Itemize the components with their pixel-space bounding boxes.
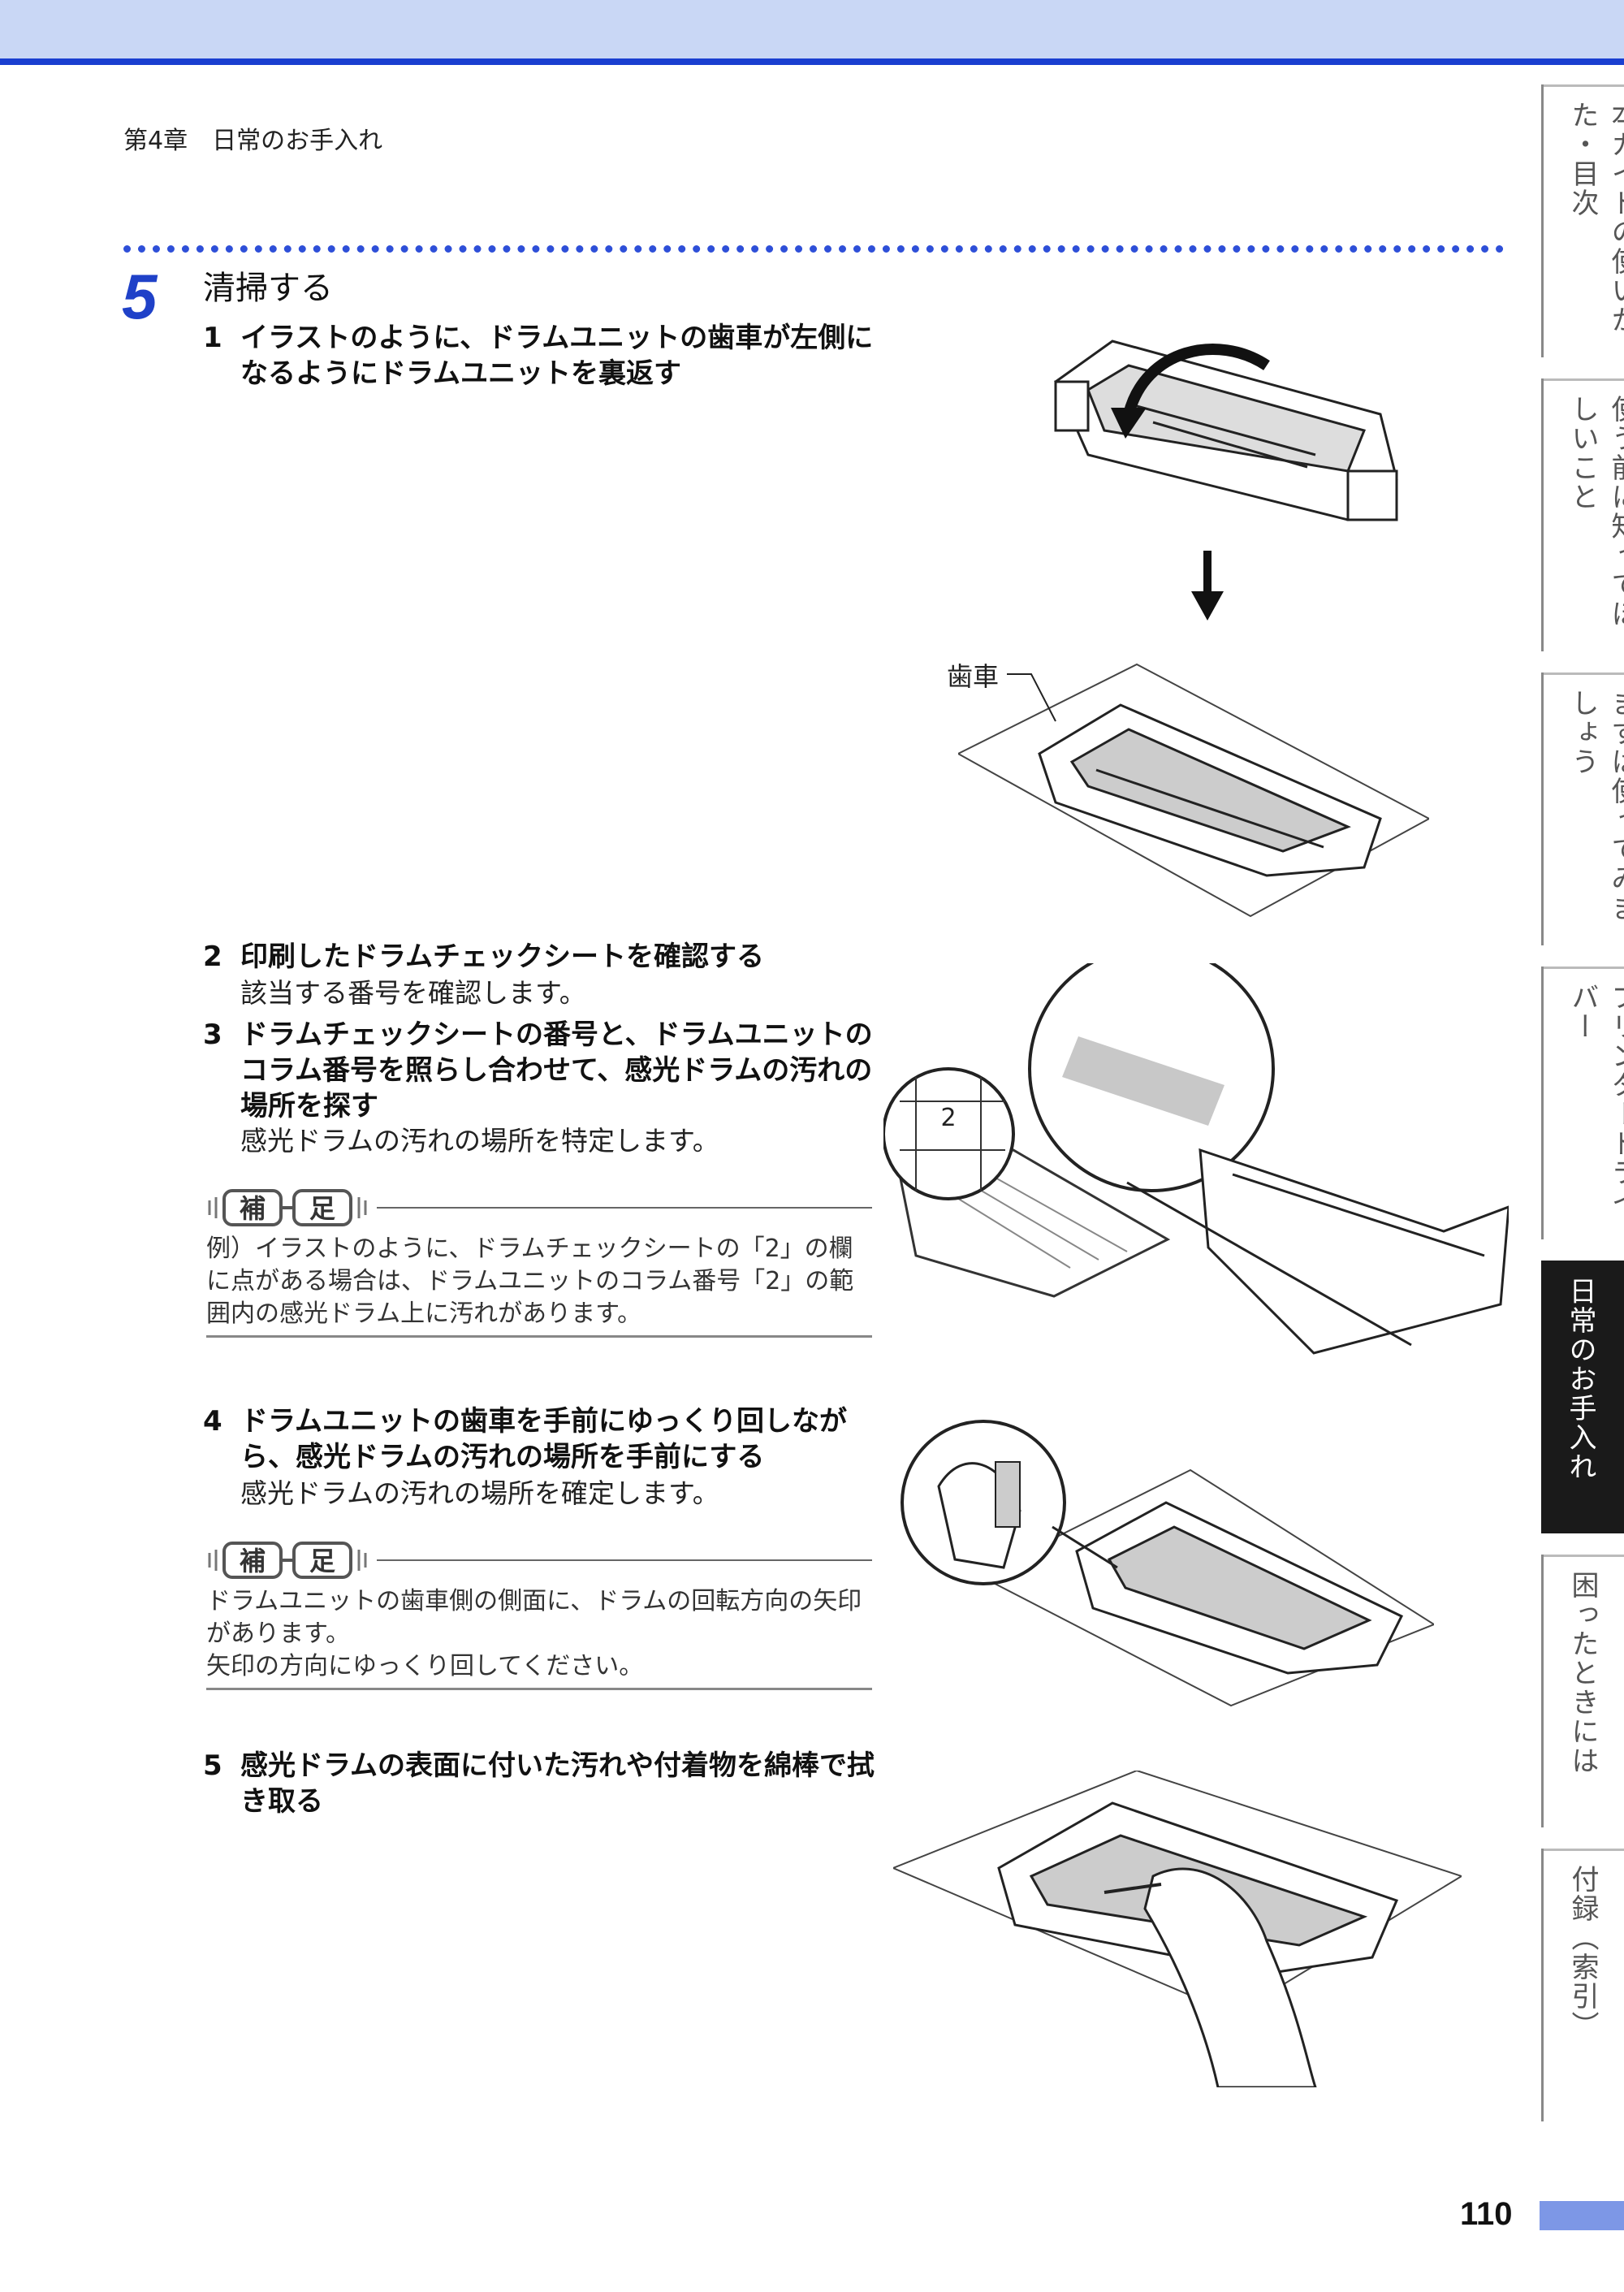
- note-label-2: 足: [309, 1546, 335, 1576]
- instruction-3-desc: 感光ドラムの汚れの場所を特定します。: [240, 1125, 719, 1157]
- note-badge-icon: 補 足: [208, 1189, 367, 1226]
- instruction-3: 3 ドラムチェックシートの番号と、ドラムユニットのコラム番号を照らし合わせて、感…: [203, 1017, 885, 1124]
- note-1-text: 例）イラストのように、ドラムチェックシートの「2」の欄に点がある場合は、ドラムユ…: [206, 1228, 872, 1338]
- note-label-1: 補: [240, 1546, 266, 1576]
- chapter-title: 第4章 日常のお手入れ: [123, 127, 383, 155]
- tab-troubleshooting[interactable]: 困ったときには: [1541, 1555, 1624, 1827]
- page-number-bar: [1540, 2201, 1624, 2230]
- tab-label: プリンタードライバー: [1566, 983, 1624, 1217]
- header-rule: [0, 58, 1624, 65]
- tab-label: 日常のお手入れ: [1564, 1277, 1596, 1481]
- step-number: 5: [122, 261, 158, 332]
- instruction-text: イラストのように、ドラムユニットの歯車が左側になるようにドラムユニットを裏返す: [240, 322, 874, 390]
- instruction-text: ドラムチェックシートの番号と、ドラムユニットのコラム番号を照らし合わせて、感光ド…: [240, 1018, 873, 1122]
- page-number: 110: [1460, 2196, 1513, 2232]
- section-divider: [123, 245, 1504, 253]
- turn-gear-illustration: [901, 1420, 1434, 1707]
- instruction-2-desc: 該当する番号を確認します。: [240, 977, 586, 1009]
- instruction-number: 3: [203, 1018, 222, 1051]
- instruction-number: 2: [203, 941, 222, 973]
- note-badge-icon: 補 足: [208, 1542, 367, 1579]
- tab-label: 本ガイドの使いかた・目次: [1566, 101, 1624, 335]
- step-title: 清掃する: [203, 270, 333, 307]
- header-band: [0, 0, 1624, 58]
- tab-appendix[interactable]: 付録（索引）: [1541, 1849, 1624, 2121]
- note-2: 補 足 ドラムユニットの歯車側の側面に、ドラムの回転方向の矢印があります。 矢印…: [206, 1540, 872, 1690]
- note-2-line-1: ドラムユニットの歯車側の側面に、ドラムの回転方向の矢印があります。: [206, 1587, 862, 1648]
- note-2-text: ドラムユニットの歯車側の側面に、ドラムの回転方向の矢印があります。 矢印の方向に…: [206, 1581, 872, 1690]
- instruction-2: 2 印刷したドラムチェックシートを確認する: [203, 939, 885, 975]
- instruction-number: 1: [203, 322, 222, 354]
- tab-getting-started[interactable]: まずは使ってみましょう: [1541, 672, 1624, 945]
- down-arrow-icon: [1191, 551, 1224, 621]
- instruction-5: 5 感光ドラムの表面に付いた汚れや付着物を綿棒で拭き取る: [203, 1748, 885, 1819]
- tab-label: まずは使ってみましょう: [1566, 689, 1624, 923]
- note-2-line-2: 矢印の方向にゆっくり回してください。: [206, 1652, 644, 1680]
- tab-daily-maintenance[interactable]: 日常のお手入れ: [1541, 1261, 1624, 1533]
- tab-label: 困ったときには: [1566, 1571, 1599, 1775]
- column-number-label: 2: [940, 1104, 956, 1132]
- drum-unit-flip-illustration: [1054, 339, 1398, 521]
- instruction-number: 4: [203, 1405, 222, 1438]
- note-label-1: 補: [240, 1193, 266, 1224]
- instruction-text: ドラムユニットの歯車を手前にゆっくり回しながら、感光ドラムの汚れの場所を手前にす…: [240, 1405, 847, 1473]
- clean-drum-illustration: [893, 1771, 1462, 2087]
- instruction-number: 5: [203, 1749, 222, 1782]
- note-label-2: 足: [309, 1193, 335, 1224]
- instruction-4-desc: 感光ドラムの汚れの場所を確定します。: [240, 1477, 719, 1509]
- instruction-4: 4 ドラムユニットの歯車を手前にゆっくり回しながら、感光ドラムの汚れの場所を手前…: [203, 1403, 885, 1475]
- tab-printer-driver[interactable]: プリンタードライバー: [1541, 967, 1624, 1239]
- tab-label: 付録（索引）: [1566, 1865, 1599, 2040]
- instruction-1: 1 イラストのように、ドラムユニットの歯車が左側になるようにドラムユニットを裏返…: [203, 320, 885, 391]
- gear-label: 歯車: [947, 661, 1000, 692]
- instruction-text: 感光ドラムの表面に付いた汚れや付着物を綿棒で拭き取る: [240, 1749, 875, 1818]
- drum-unit-gear-illustration: [958, 663, 1429, 918]
- tab-label: 使う前に知ってほしいこと: [1566, 395, 1624, 629]
- instruction-text: 印刷したドラムチェックシートを確認する: [240, 941, 764, 973]
- check-sheet-illustration: 2: [883, 963, 1509, 1355]
- tab-guide-contents[interactable]: 本ガイドの使いかた・目次: [1541, 84, 1624, 357]
- note-1: 補 足 例）イラストのように、ドラムチェックシートの「2」の欄に点がある場合は、…: [206, 1187, 872, 1338]
- tab-before-use[interactable]: 使う前に知ってほしいこと: [1541, 378, 1624, 651]
